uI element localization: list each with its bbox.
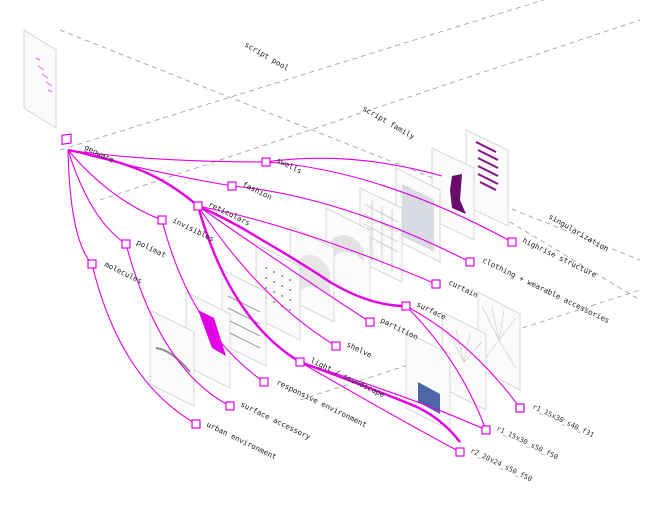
node-surface bbox=[402, 302, 410, 310]
node-curtain bbox=[432, 280, 440, 288]
node-genware bbox=[62, 134, 71, 144]
node-r3 bbox=[456, 448, 464, 456]
label-surface: surface bbox=[415, 300, 448, 322]
node-responsive bbox=[260, 378, 268, 386]
image-cards bbox=[150, 130, 520, 430]
label-fashion: fashion bbox=[241, 180, 273, 202]
label-r1: r1_15x30_s40_f31 bbox=[531, 403, 595, 440]
wire-genware-molecules bbox=[68, 150, 92, 264]
label-invisibles: invisibles bbox=[171, 216, 216, 244]
axis-script-pool bbox=[60, 0, 640, 150]
node-labels: genware swells fashion reticulars invisi… bbox=[83, 143, 611, 484]
node-r1 bbox=[516, 404, 524, 412]
node-surface-accessory bbox=[226, 402, 234, 410]
node-highrise bbox=[508, 238, 516, 246]
label-r3: r2_20x24_s50_f50 bbox=[469, 447, 533, 484]
label-urban-environment: urban environment bbox=[205, 420, 278, 462]
node-light bbox=[296, 358, 304, 366]
label-partition: partition bbox=[379, 316, 419, 342]
script-pool-label: script pool bbox=[243, 40, 291, 73]
script-pool-card bbox=[24, 30, 56, 128]
singularization-label: singularization bbox=[547, 212, 610, 254]
node-shelve bbox=[332, 342, 340, 350]
script-family-label: script family bbox=[361, 104, 417, 141]
node-swells bbox=[262, 158, 270, 166]
label-polimat: polimat bbox=[135, 238, 167, 260]
label-r2: r1_15x30_s50_f50 bbox=[495, 425, 559, 462]
node-clothing bbox=[466, 258, 474, 266]
node-molecules bbox=[88, 260, 96, 268]
label-surface-accessory: surface accessory bbox=[239, 400, 312, 442]
label-shelve: shelve bbox=[345, 340, 374, 360]
node-invisibles bbox=[158, 216, 166, 224]
node-urban bbox=[192, 420, 200, 428]
label-molecules: molecules bbox=[103, 260, 143, 286]
node-fashion bbox=[228, 182, 236, 190]
node-partition bbox=[366, 318, 374, 326]
node-polimat bbox=[122, 240, 130, 248]
node-r2 bbox=[482, 426, 490, 434]
node-reticulars bbox=[194, 202, 202, 210]
label-curtain: curtain bbox=[447, 278, 479, 300]
